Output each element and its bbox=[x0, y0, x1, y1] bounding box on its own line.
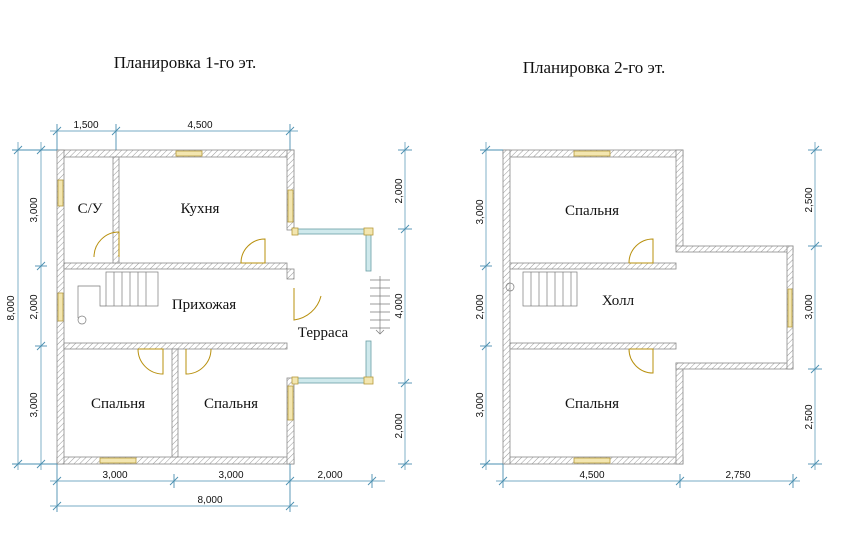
second-floor-plan: Планировка 2-го эт. bbox=[475, 58, 822, 488]
room-label-hall: Холл bbox=[602, 293, 635, 309]
terrace-glazing bbox=[291, 227, 374, 385]
second-floor-walls bbox=[502, 149, 794, 465]
dim-label: 2,500 bbox=[804, 404, 815, 429]
dim-label: 8,000 bbox=[6, 295, 17, 320]
first-floor-windows bbox=[57, 150, 294, 464]
terrace-steps bbox=[370, 276, 390, 335]
second-floor-staircase bbox=[505, 271, 578, 307]
second-floor-right-dimensions: 2,500 3,000 2,500 bbox=[804, 142, 822, 470]
room-label-hall: Прихожая bbox=[172, 297, 236, 313]
dim-label: 4,500 bbox=[579, 470, 604, 481]
dim-label: 2,000 bbox=[475, 294, 486, 319]
second-floor-doors bbox=[628, 238, 654, 374]
dim-label: 3,000 bbox=[102, 470, 127, 481]
dim-label: 2,000 bbox=[394, 413, 405, 438]
dim-label: 1,500 bbox=[73, 120, 98, 131]
second-floor-windows bbox=[573, 150, 793, 464]
first-floor-staircase bbox=[77, 271, 159, 325]
dim-label: 3,000 bbox=[29, 392, 40, 417]
dim-label: 2,000 bbox=[29, 294, 40, 319]
first-floor-top-dimensions: 1,500 4,500 bbox=[50, 120, 298, 150]
room-label-bedroom-right: Спальня bbox=[204, 396, 258, 412]
dim-label: 8,000 bbox=[197, 495, 222, 506]
room-label-kitchen: Кухня bbox=[181, 201, 220, 217]
second-floor-left-dimensions: 3,000 2,000 3,000 bbox=[475, 142, 503, 470]
dim-label: 2,500 bbox=[804, 187, 815, 212]
first-floor-title: Планировка 1-го эт. bbox=[114, 53, 256, 72]
dim-label: 2,000 bbox=[394, 178, 405, 203]
dim-label: 3,000 bbox=[804, 294, 815, 319]
dim-label: 4,000 bbox=[394, 293, 405, 318]
dim-label: 2,750 bbox=[725, 470, 750, 481]
dim-label: 3,000 bbox=[475, 392, 486, 417]
dim-label: 3,000 bbox=[475, 199, 486, 224]
room-label-bedroom-left: Спальня bbox=[91, 396, 145, 412]
first-floor-left-dimensions: 8,000 3,000 2,000 3,000 bbox=[6, 142, 57, 470]
dim-label: 3,000 bbox=[29, 197, 40, 222]
first-floor-right-dimensions: 2,000 4,000 2,000 bbox=[394, 142, 412, 470]
dim-label: 4,500 bbox=[187, 120, 212, 131]
room-label-bedroom-top: Спальня bbox=[565, 203, 619, 219]
dim-label: 3,000 bbox=[218, 470, 243, 481]
second-floor-bottom-dimensions: 4,500 2,750 bbox=[496, 464, 800, 488]
room-label-bedroom-bottom: Спальня bbox=[565, 396, 619, 412]
room-label-wc: С/У bbox=[78, 201, 103, 217]
first-floor-doors bbox=[93, 231, 322, 375]
first-floor-plan: Планировка 1-го эт. bbox=[6, 53, 412, 512]
second-floor-title: Планировка 2-го эт. bbox=[523, 58, 665, 77]
room-label-terrace: Терраса bbox=[298, 325, 349, 341]
first-floor-bottom-dimensions: 3,000 3,000 2,000 8,000 bbox=[50, 464, 385, 512]
dim-label: 2,000 bbox=[317, 470, 342, 481]
